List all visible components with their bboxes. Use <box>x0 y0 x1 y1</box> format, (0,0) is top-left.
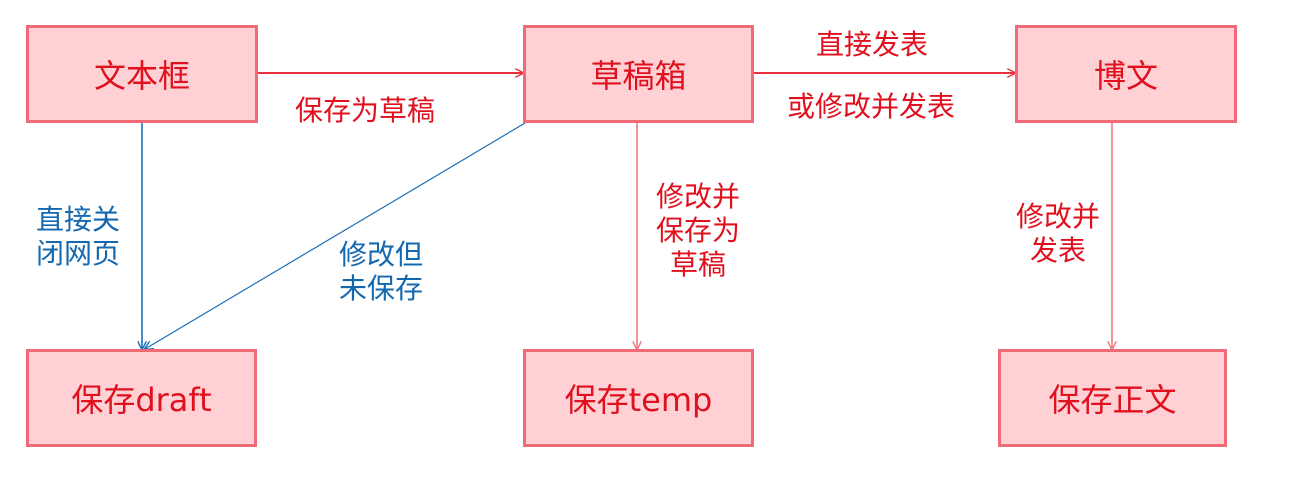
label-edit-save-draft-line2: 保存为 <box>655 214 740 247</box>
node-save-draft-label: 保存draft <box>71 381 212 419</box>
label-edit-save-draft-line3: 草稿 <box>669 248 726 281</box>
label-close-page-line2: 闭网页 <box>36 237 121 270</box>
label-edit-publish: 修改并 发表 <box>1010 200 1106 268</box>
node-textbox: 文本框 <box>26 25 258 123</box>
label-publish-direct: 直接发表 <box>816 28 929 61</box>
label-save-as-draft: 保存为草稿 <box>295 94 436 127</box>
label-edit-unsaved-line2: 未保存 <box>339 272 424 305</box>
label-close-page-line1: 直接关 <box>36 203 121 236</box>
node-save-draft: 保存draft <box>26 349 257 447</box>
label-edit-publish-line1: 修改并 <box>1015 200 1100 233</box>
label-edit-save-draft-line1: 修改并 <box>655 180 740 213</box>
label-close-page: 直接关 闭网页 <box>36 203 120 271</box>
label-edit-unsaved: 修改但 未保存 <box>339 238 423 306</box>
node-post-label: 博文 <box>1093 57 1158 95</box>
node-drafts-label: 草稿箱 <box>590 57 687 95</box>
node-post: 博文 <box>1015 25 1237 123</box>
node-save-body-label: 保存正文 <box>1048 381 1177 419</box>
node-save-temp: 保存temp <box>523 349 754 447</box>
node-textbox-label: 文本框 <box>93 57 190 95</box>
label-or-edit-publish: 或修改并发表 <box>787 90 956 123</box>
arrow-drafts-to-save-draft <box>145 122 526 349</box>
label-edit-unsaved-line1: 修改但 <box>339 238 424 271</box>
node-save-body: 保存正文 <box>998 349 1227 447</box>
label-edit-publish-line2: 发表 <box>1029 234 1086 267</box>
node-drafts: 草稿箱 <box>523 25 754 123</box>
node-save-temp-label: 保存temp <box>564 381 713 419</box>
label-edit-save-draft: 修改并 保存为 草稿 <box>650 180 746 282</box>
